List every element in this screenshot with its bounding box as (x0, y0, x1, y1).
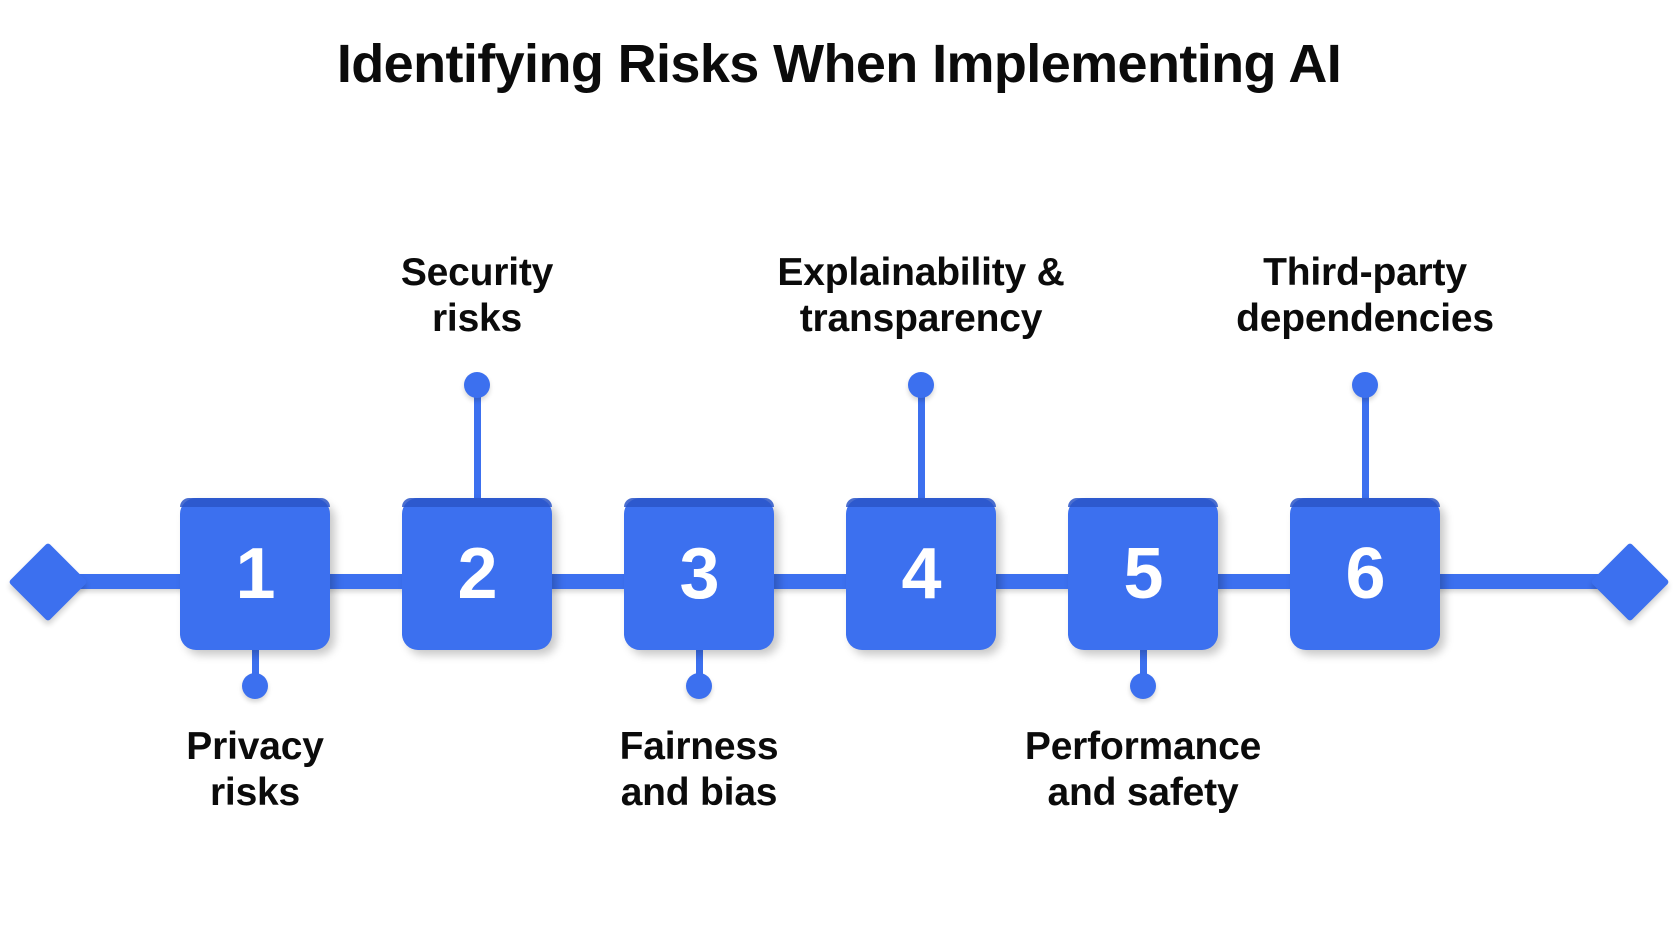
step-label-line2: transparency (799, 296, 1043, 340)
step-connector-stem-2 (473, 394, 481, 504)
step-number: 6 (1345, 534, 1385, 614)
timeline-right-diamond-icon (1590, 542, 1670, 622)
step-label-4: Explainability &transparency (741, 250, 1101, 341)
step-label-line2: risks (431, 296, 523, 340)
step-label-line1: Explainability & (777, 251, 1065, 294)
step-box-4[interactable]: 4 (846, 498, 996, 650)
step-box-1[interactable]: 1 (180, 498, 330, 650)
step-label-line1: Security (400, 251, 554, 294)
step-number: 4 (901, 534, 941, 614)
step-number: 3 (679, 534, 719, 614)
step-number: 1 (235, 534, 275, 614)
step-label-line1: Fairness (619, 725, 779, 768)
dot-icon (1352, 372, 1378, 398)
step-label-line2: dependencies (1236, 296, 1494, 340)
dot-icon (1130, 673, 1156, 699)
step-box-3[interactable]: 3 (624, 498, 774, 650)
step-label-line1: Third-party (1263, 251, 1467, 294)
step-label-line2: and safety (1047, 770, 1239, 814)
dot-icon (464, 372, 490, 398)
page-title: Identifying Risks When Implementing AI (336, 34, 1342, 94)
step-connector-stem-6 (1361, 394, 1369, 504)
step-number: 5 (1123, 534, 1163, 614)
dot-icon (908, 372, 934, 398)
step-connector-stem-4 (917, 394, 925, 504)
step-label-line1: Performance (1024, 725, 1262, 768)
step-connector-stem-5 (1139, 644, 1147, 694)
step-number: 2 (457, 534, 497, 614)
step-label-line2: risks (209, 770, 301, 814)
step-box-6[interactable]: 6 (1290, 498, 1440, 650)
step-connector-stem-1 (251, 644, 259, 694)
step-label-line2: and bias (620, 770, 778, 814)
step-box-5[interactable]: 5 (1068, 498, 1218, 650)
step-connector-stem-3 (695, 644, 703, 694)
dot-icon (242, 673, 268, 699)
dot-icon (686, 673, 712, 699)
step-label-line1: Privacy (186, 725, 324, 768)
step-box-2[interactable]: 2 (402, 498, 552, 650)
timeline-left-diamond-icon (8, 542, 88, 622)
